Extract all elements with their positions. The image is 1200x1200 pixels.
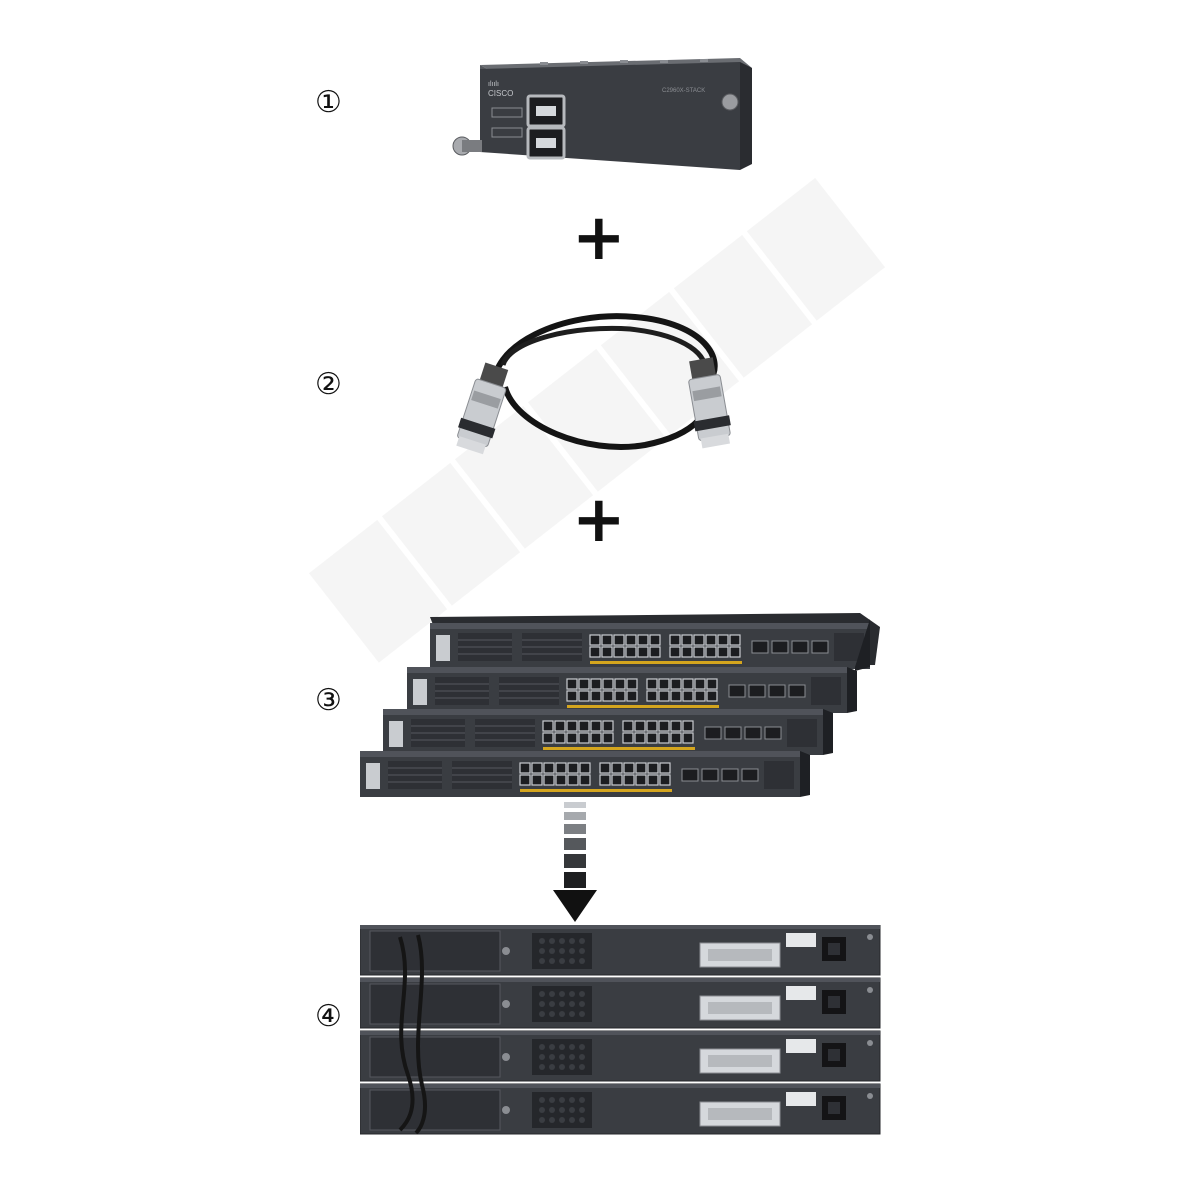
- step-number-2: ②: [315, 367, 342, 402]
- plus-sign-2: +: [572, 483, 626, 557]
- switch-stack-front-image: [359, 613, 880, 798]
- svg-text:ılıılı: ılıılı: [488, 81, 499, 88]
- step-number-4: ④: [315, 999, 342, 1034]
- down-arrow-icon: [553, 802, 597, 922]
- switch-stack-rear-image: [360, 925, 881, 1135]
- step-number-1: ①: [315, 85, 342, 120]
- module-model-label: C2960X-STACK: [662, 88, 705, 94]
- step-number-3: ③: [315, 683, 342, 718]
- module-brand-label: CISCO: [488, 89, 513, 98]
- stack-module-image: ılıılı CISCO C2960X-STACK: [452, 58, 752, 170]
- stacking-cable-image: [456, 313, 731, 455]
- plus-sign-1: +: [572, 201, 626, 275]
